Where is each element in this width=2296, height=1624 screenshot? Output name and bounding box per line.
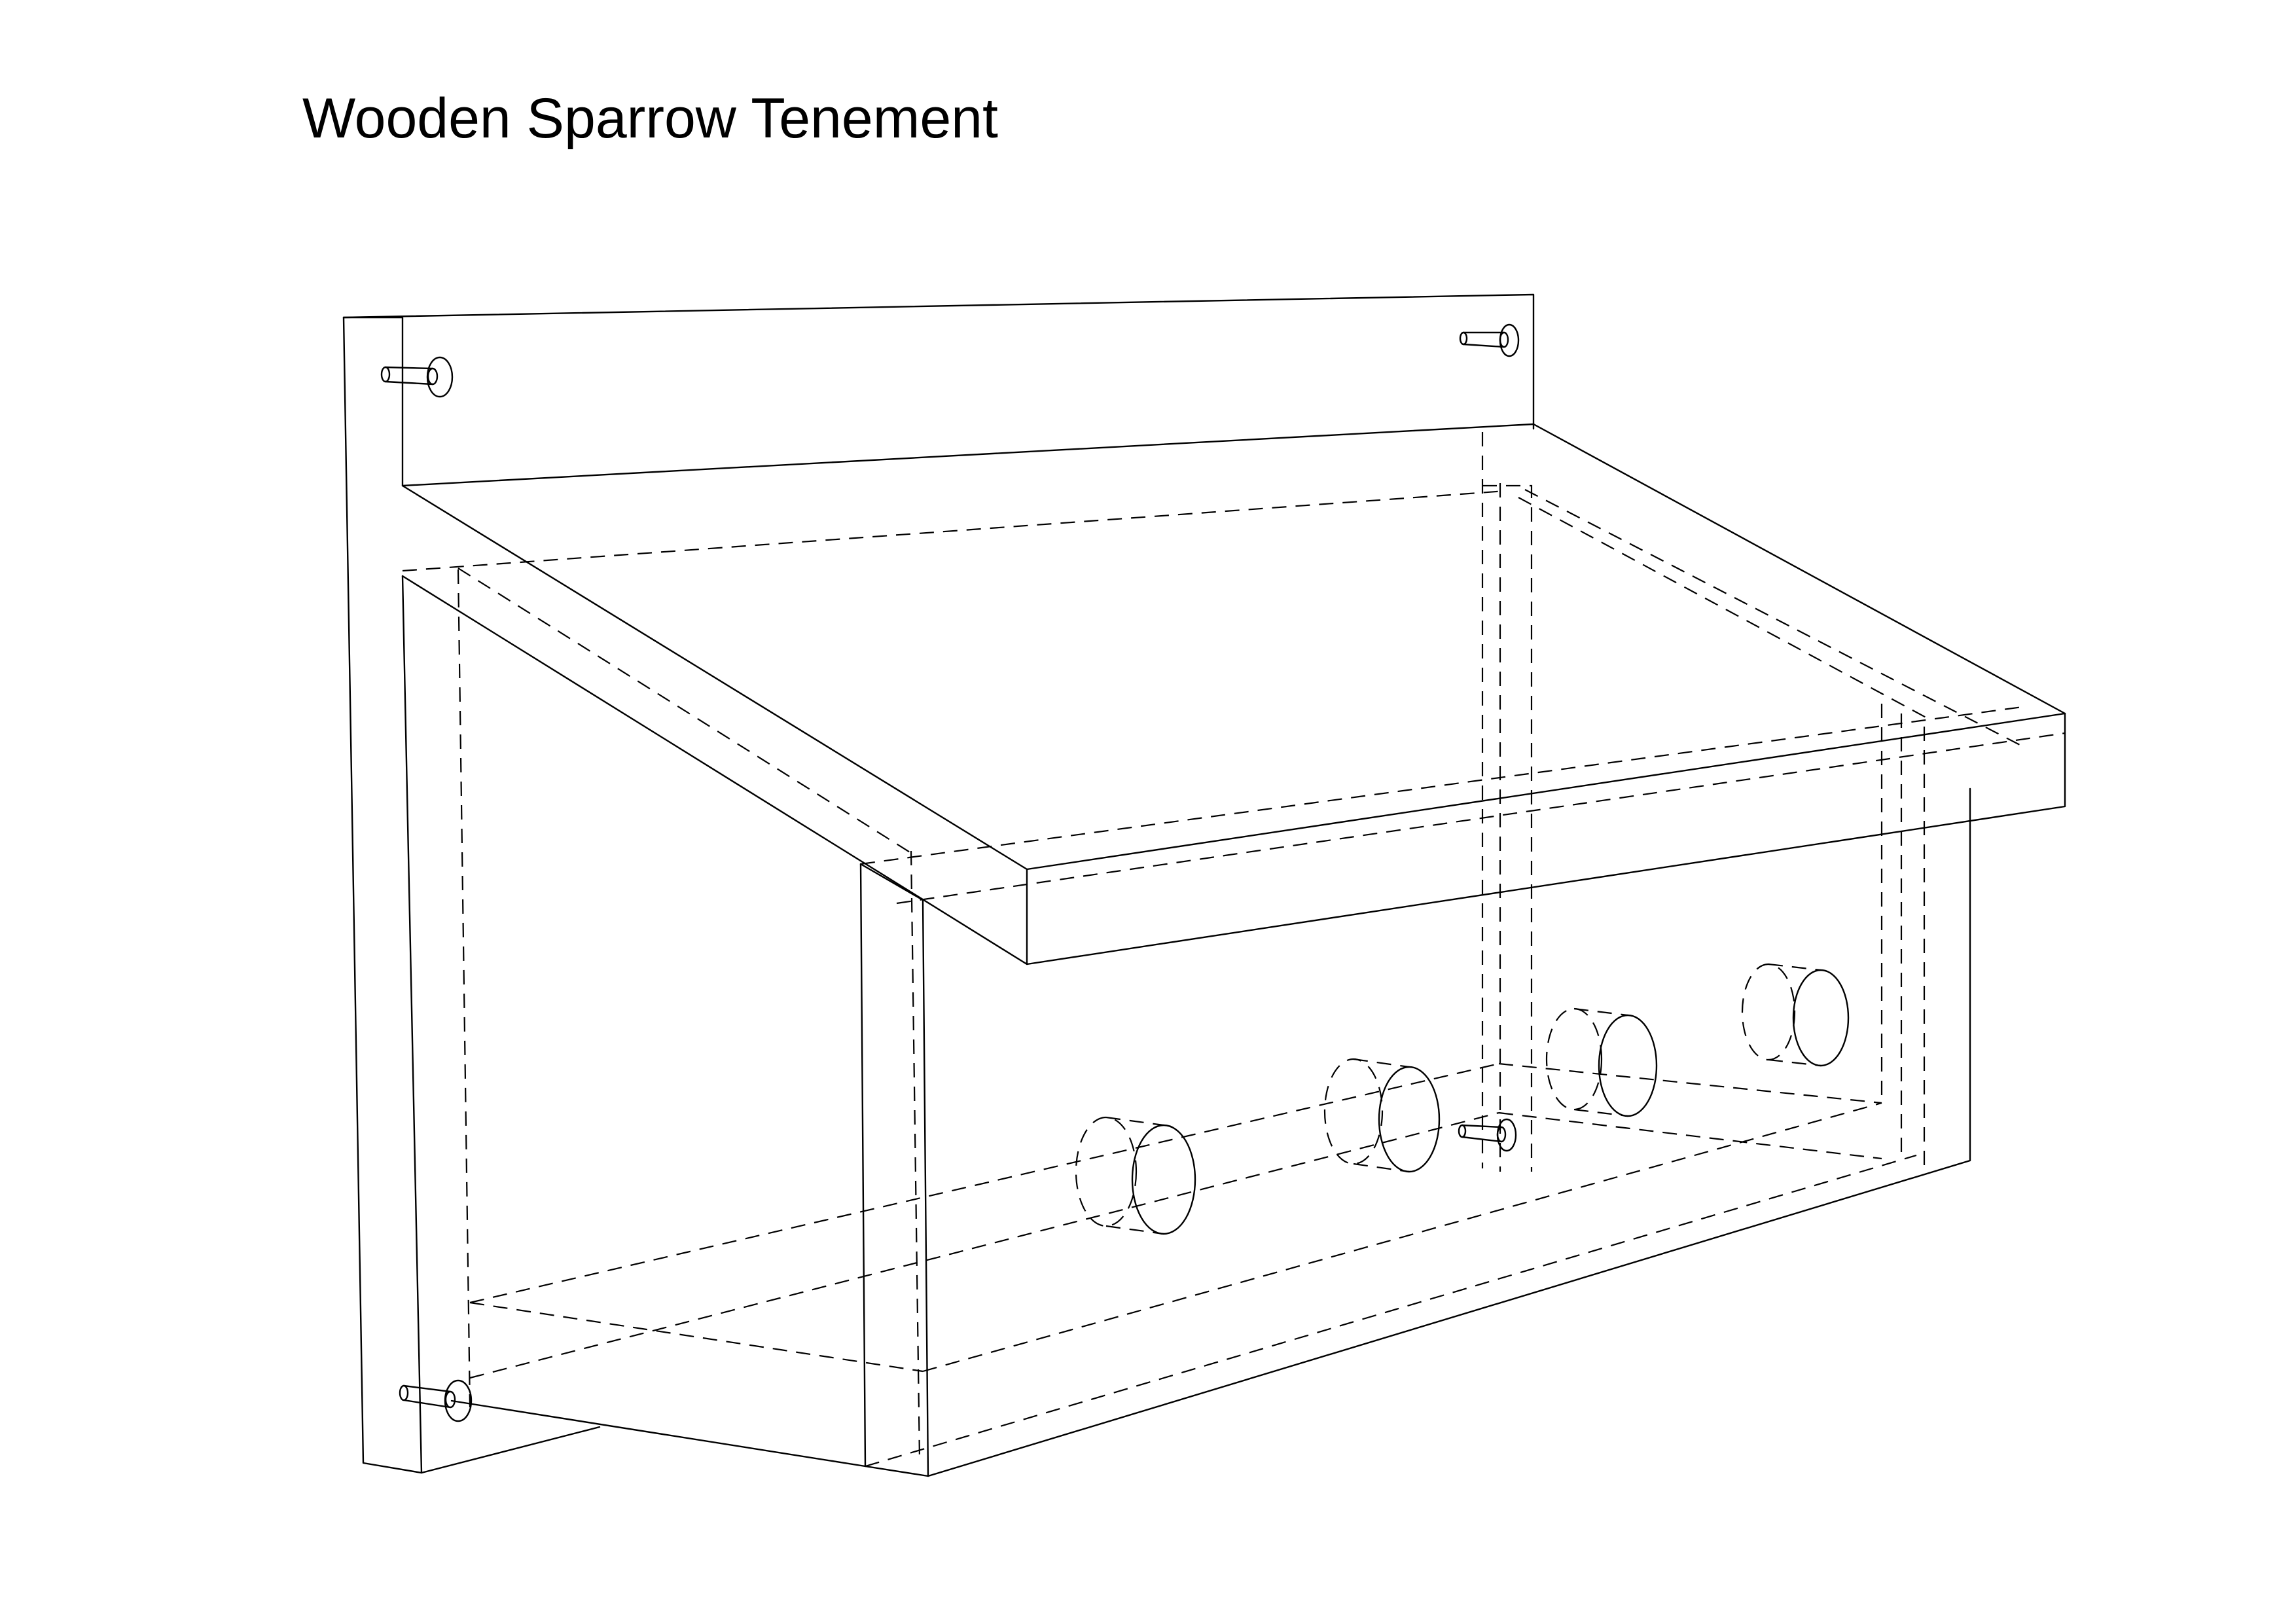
entrance-hole-4 — [1741, 963, 1850, 1067]
entrance-holes — [1075, 963, 1850, 1235]
drawing-title: Wooden Sparrow Tenement — [302, 87, 998, 150]
screw-top-right — [1459, 323, 1520, 357]
hidden-edges — [402, 432, 2066, 1460]
screw-top-left — [380, 356, 454, 398]
entrance-hole-1 — [1075, 1116, 1196, 1235]
floor-board — [469, 1062, 1882, 1379]
screw-bottom-left — [399, 1379, 473, 1422]
entrance-hole-2 — [1323, 1058, 1441, 1173]
roof-board — [401, 423, 2066, 965]
screw-bottom-right — [1458, 1118, 1517, 1152]
front-panel — [450, 727, 1971, 1477]
back-panel — [342, 293, 1535, 1474]
mounting-screws — [380, 323, 1520, 1422]
entrance-hole-3 — [1545, 1007, 1658, 1117]
